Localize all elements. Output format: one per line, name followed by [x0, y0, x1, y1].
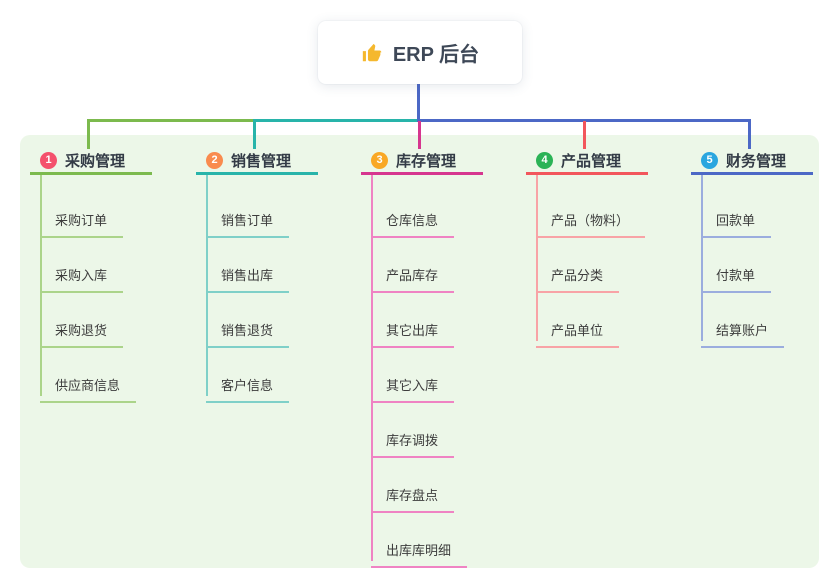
- branch-underline: [526, 172, 648, 175]
- connector-segment-green: [87, 119, 253, 122]
- child-node[interactable]: 库存盘点: [371, 474, 455, 513]
- branch-children-line: [206, 175, 208, 396]
- child-node[interactable]: 产品单位: [536, 309, 620, 348]
- connector-segment-blue: [417, 119, 751, 122]
- branch-node-1[interactable]: 1 采购管理: [40, 148, 125, 172]
- branch-number-badge: 2: [206, 151, 223, 169]
- child-node[interactable]: 销售退货: [206, 309, 290, 348]
- branch-children-line: [701, 175, 703, 341]
- branch-children-line: [371, 175, 373, 561]
- branch-node-5[interactable]: 5 财务管理: [701, 148, 786, 172]
- child-node[interactable]: 采购订单: [40, 199, 124, 238]
- branch-number-badge: 3: [371, 151, 388, 169]
- root-node-erp[interactable]: ERP 后台: [318, 21, 522, 84]
- branch-connector-drop: [87, 121, 90, 149]
- branch-connector-drop: [748, 121, 751, 149]
- mindmap-background-panel: [20, 135, 819, 568]
- child-node[interactable]: 销售订单: [206, 199, 290, 238]
- child-node[interactable]: 产品分类: [536, 254, 620, 293]
- root-title: ERP 后台: [392, 44, 480, 66]
- branch-connector-drop: [418, 121, 421, 149]
- child-node[interactable]: 产品（物料）: [536, 199, 646, 238]
- child-node[interactable]: 库存调拨: [371, 419, 455, 458]
- child-node[interactable]: 其它出库: [371, 309, 455, 348]
- branch-underline: [691, 172, 813, 175]
- child-node[interactable]: 结算账户: [701, 309, 785, 348]
- child-node[interactable]: 供应商信息: [40, 364, 137, 403]
- child-node[interactable]: 采购退货: [40, 309, 124, 348]
- child-node[interactable]: 客户信息: [206, 364, 290, 403]
- branch-number-badge: 4: [536, 151, 553, 169]
- branch-number-badge: 5: [701, 151, 718, 169]
- branch-connector-drop: [253, 121, 256, 149]
- branch-label: 采购管理: [65, 152, 126, 170]
- child-node[interactable]: 采购入库: [40, 254, 124, 293]
- child-node[interactable]: 付款单: [701, 254, 772, 293]
- child-node[interactable]: 销售出库: [206, 254, 290, 293]
- branch-underline: [361, 172, 483, 175]
- branch-label: 财务管理: [726, 152, 787, 170]
- child-node[interactable]: 产品库存: [371, 254, 455, 293]
- branch-label: 销售管理: [231, 152, 292, 170]
- branch-label: 产品管理: [561, 152, 622, 170]
- connector-segment-teal: [253, 119, 418, 122]
- branch-node-4[interactable]: 4 产品管理: [536, 148, 621, 172]
- branch-number-badge: 1: [40, 151, 57, 169]
- branch-children-line: [536, 175, 538, 341]
- child-node[interactable]: 仓库信息: [371, 199, 455, 238]
- branch-underline: [196, 172, 318, 175]
- thumbs-up-icon: [361, 42, 383, 64]
- branch-node-3[interactable]: 3 库存管理: [371, 148, 456, 172]
- child-node[interactable]: 其它入库: [371, 364, 455, 403]
- branch-children-line: [40, 175, 42, 396]
- child-node[interactable]: 出库库明细: [371, 529, 468, 568]
- root-stem-line: [417, 84, 420, 121]
- branch-label: 库存管理: [396, 152, 457, 170]
- branch-connector-drop: [583, 121, 586, 149]
- child-node[interactable]: 回款单: [701, 199, 772, 238]
- branch-node-2[interactable]: 2 销售管理: [206, 148, 291, 172]
- branch-underline: [30, 172, 152, 175]
